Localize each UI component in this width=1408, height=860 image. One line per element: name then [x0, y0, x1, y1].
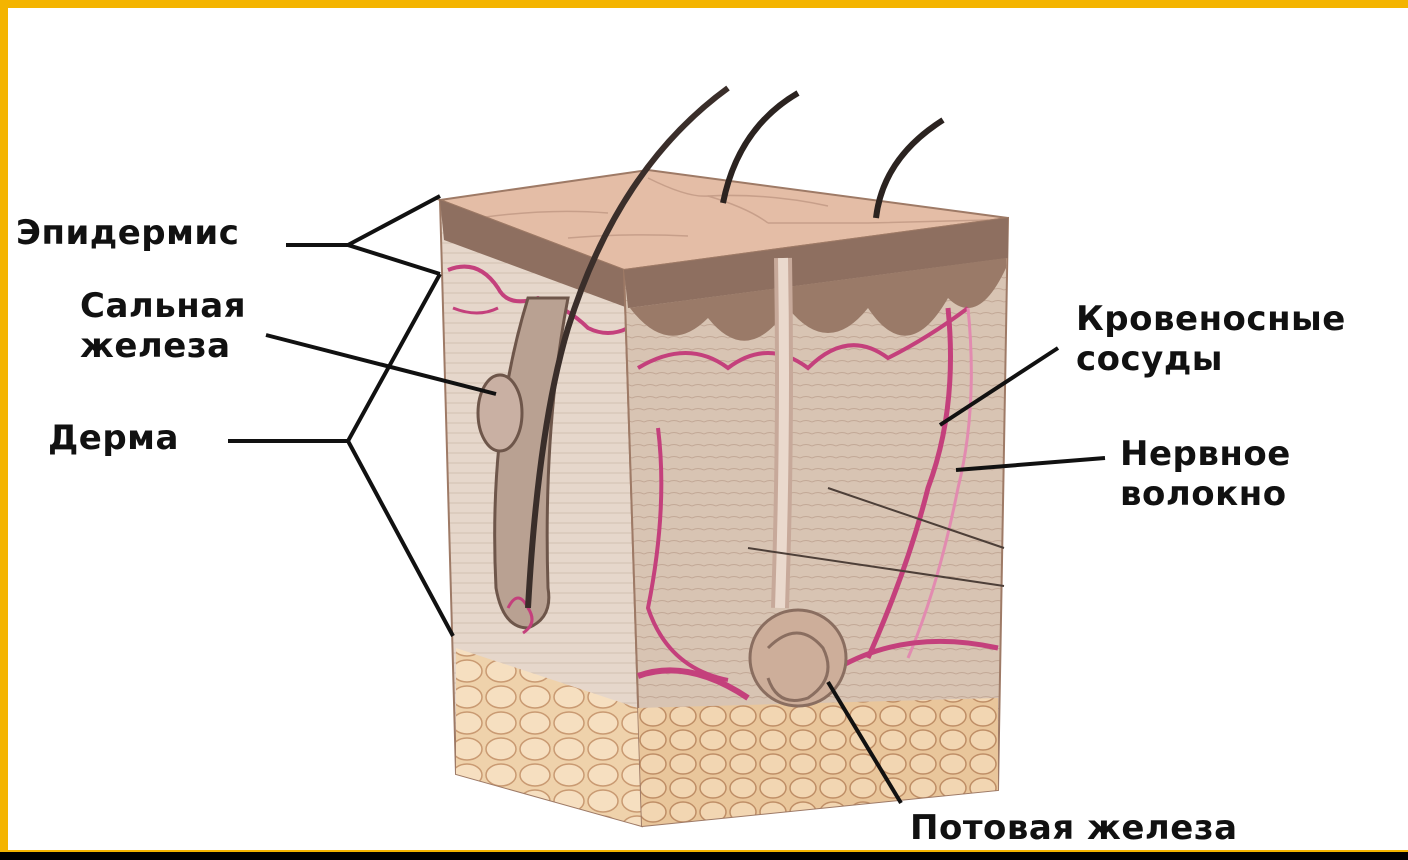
label-blood-vessels: Кровеносные сосуды — [1076, 299, 1346, 379]
label-sweat-gland: Потовая железа — [910, 808, 1238, 848]
label-dermis: Дерма — [48, 418, 179, 458]
label-vessels-line2: сосуды — [1076, 339, 1346, 379]
label-sebaceous-line2: железа — [80, 326, 246, 366]
front-face — [624, 218, 1008, 826]
label-nerve-fiber: Нервное волокно — [1120, 434, 1291, 514]
label-sebaceous-line1: Сальная — [80, 286, 246, 326]
label-nerve-line2: волокно — [1120, 474, 1291, 514]
label-epidermis: Эпидермис — [16, 213, 239, 253]
label-nerve-line1: Нервное — [1120, 434, 1291, 474]
label-vessels-line1: Кровеносные — [1076, 299, 1346, 339]
label-sebaceous-gland: Сальная железа — [80, 286, 246, 366]
